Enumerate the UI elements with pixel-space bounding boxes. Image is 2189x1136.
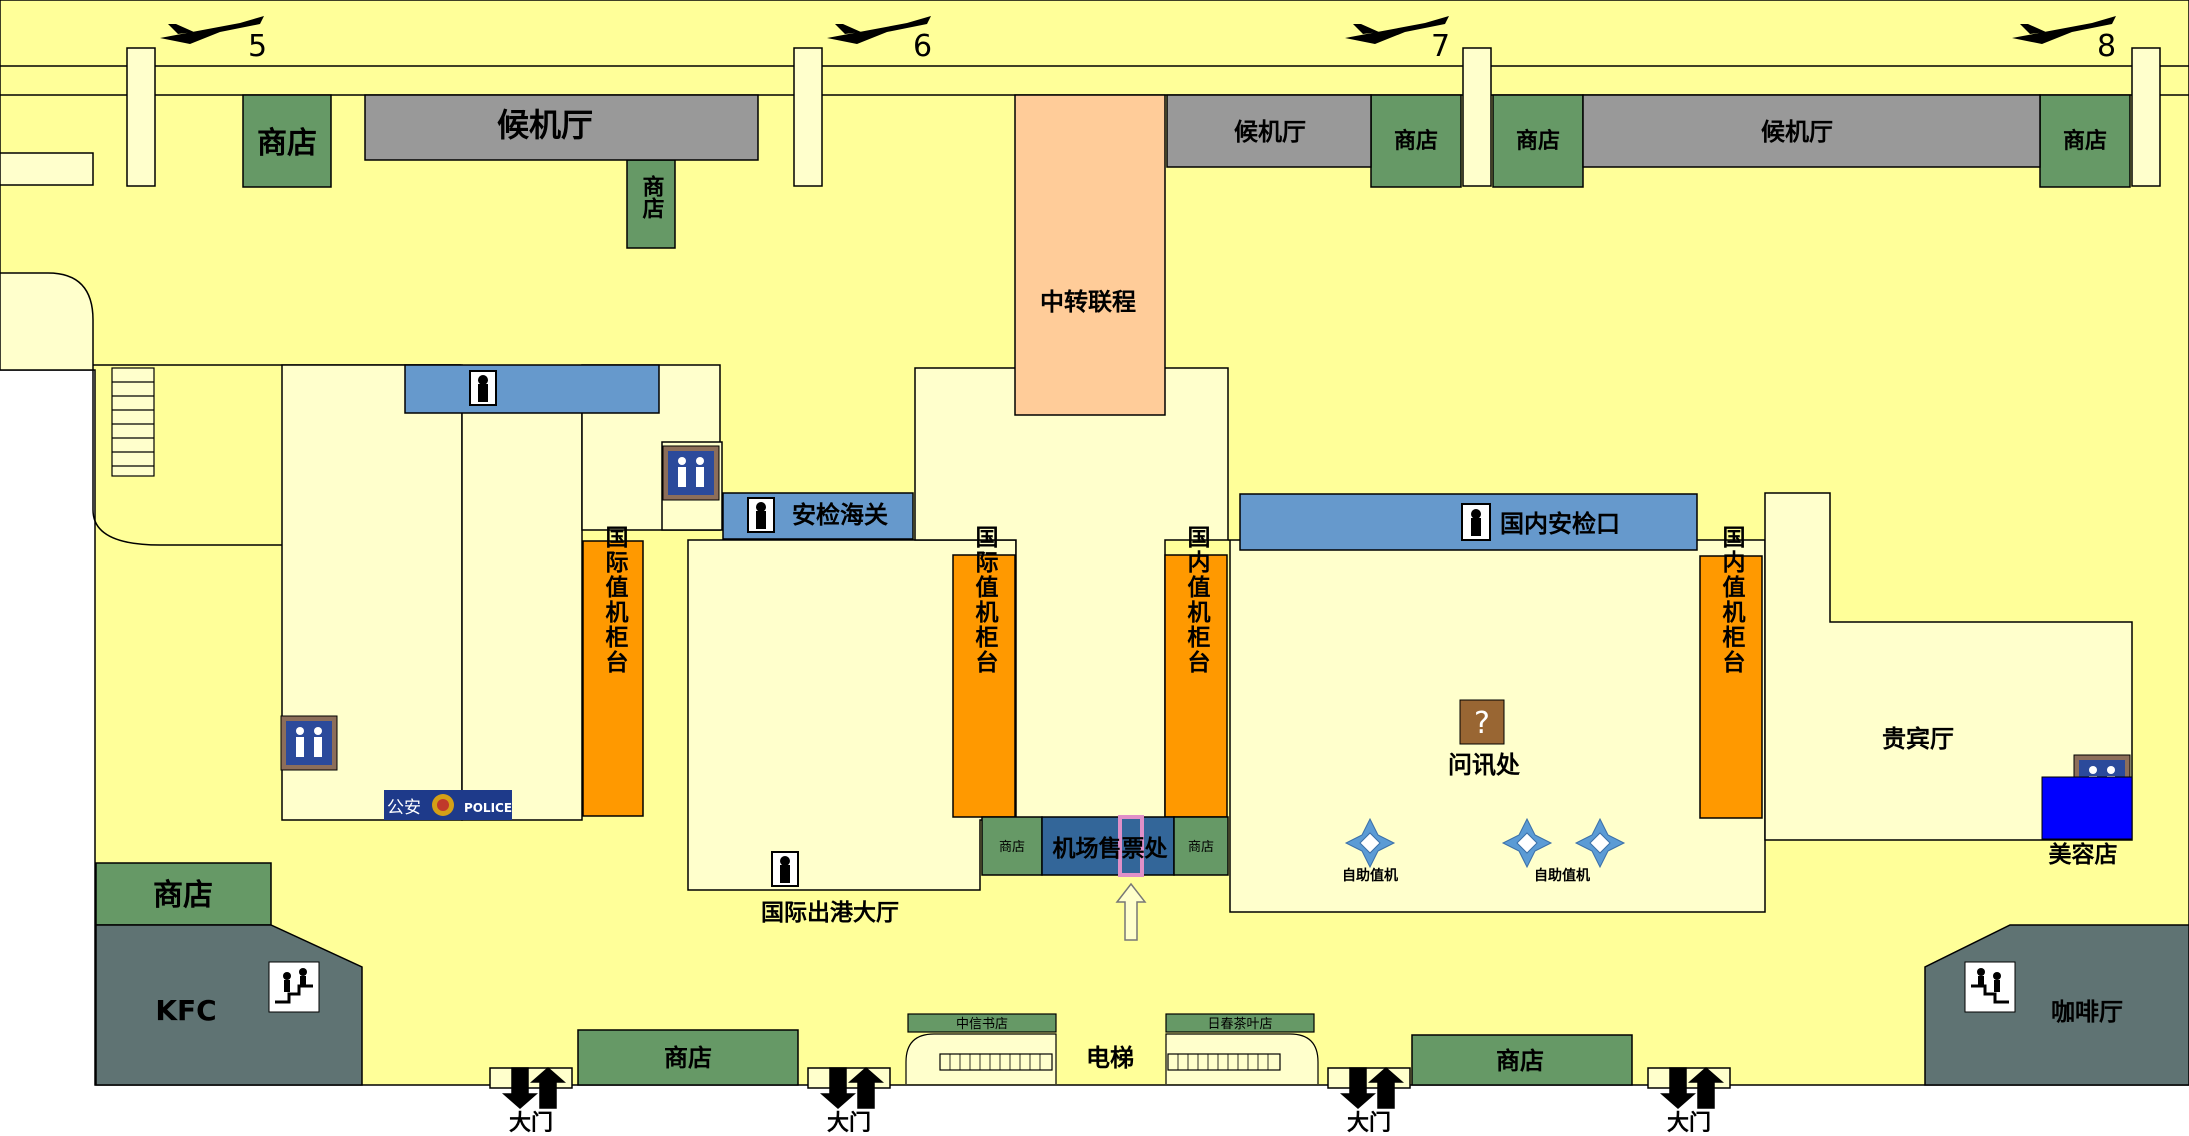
escalator-icon (268, 961, 320, 1013)
main-gate-label: 大门 (827, 1110, 871, 1136)
shop-bottom (577, 1029, 799, 1086)
rchun-tea-label: 日春茶叶店 (1207, 1016, 1272, 1032)
shop-label: 商店 (1516, 128, 1560, 154)
kfc (95, 924, 363, 1086)
inner-areas (281, 364, 2133, 913)
transfer-label: 中转联程 (1040, 288, 1136, 316)
gate-number: 6 (913, 29, 932, 64)
gate-markers: 5 6 7 8 (160, 16, 2116, 64)
shop-label: 商店 (153, 878, 213, 913)
gate-number: 5 (248, 29, 267, 64)
kfc-label: KFC (155, 994, 216, 1027)
airplane-icon (1345, 16, 1449, 44)
waiting-hall-label: 候机厅 (1234, 118, 1306, 146)
shop-label: 商店 (1188, 840, 1214, 855)
escalator-icon (1964, 961, 2016, 1013)
ticket-shop-right (1173, 816, 1229, 876)
info-question-mark: ? (1474, 706, 1490, 741)
stairs (111, 367, 155, 477)
security-gate-icon (469, 370, 1491, 887)
main-gate-label: 大门 (509, 1110, 553, 1136)
intl-departure-hall-label: 国际出港大厅 (761, 900, 899, 926)
transfer-area (1014, 94, 1166, 416)
beauty-salon (2041, 776, 2133, 840)
ticket-shop-left (981, 816, 1043, 876)
vip-lounge-label: 贵宾厅 (1882, 725, 1954, 753)
up-arrow-icon (1115, 882, 1147, 941)
self-checkin-label: 自助值机 (1534, 867, 1590, 884)
dom-checkin-label: 国内值机柜台 (1718, 525, 1746, 675)
airplane-icon (827, 16, 931, 44)
shop-label: 商店 (2063, 128, 2107, 154)
shop-label: 商店 (999, 840, 1025, 855)
intl-security-bar (404, 364, 660, 414)
info-desk-label: 问讯处 (1448, 751, 1520, 779)
waiting-halls (364, 94, 2041, 168)
shop-label: 商店 (1496, 1047, 1544, 1075)
airplane-icon (160, 16, 264, 44)
info-icon (1459, 699, 1505, 745)
main-gate-label: 大门 (1667, 1110, 1711, 1136)
ticket-office-label: 机场售票处 (1053, 835, 1168, 862)
intl-checkin-label: 国际值机柜台 (971, 525, 999, 675)
police-cn-label: 公安 (387, 798, 421, 818)
gate-number: 8 (2097, 29, 2116, 64)
shop-label: 商店 (257, 126, 317, 161)
shop-label: 商店 (1394, 128, 1438, 154)
escalator-steps (949, 1054, 1269, 1070)
cafe-label: 咖啡厅 (2051, 998, 2123, 1026)
shop-bottom (1411, 1034, 1633, 1086)
citic-bookstore-label: 中信书店 (956, 1017, 1008, 1032)
waiting-hall-label: 候机厅 (497, 106, 593, 144)
left-walls (0, 152, 461, 546)
security-customs-label: 安检海关 (792, 501, 888, 529)
jet-bridges (126, 47, 2161, 187)
domestic-security-label: 国内安检口 (1500, 510, 1620, 538)
self-checkin-icon (1344, 817, 1626, 869)
police-en-label: POLICE (464, 801, 512, 815)
airplane-icon (2012, 16, 2116, 44)
waiting-hall-label: 候机厅 (1761, 118, 1833, 146)
main-gate-icon (489, 1067, 1731, 1109)
main-gate-label: 大门 (1347, 1110, 1391, 1136)
ticket-window (1118, 815, 1144, 877)
police-sign (384, 790, 512, 820)
self-checkin-label: 自助值机 (1342, 867, 1398, 884)
elevator-area (905, 1013, 1319, 1084)
dom-checkin-label: 国内值机柜台 (1183, 525, 1211, 675)
checkin-counters (582, 540, 1763, 819)
beauty-salon-label: 美容店 (2049, 841, 2118, 868)
shop-label: 商店 (664, 1044, 712, 1072)
shop-label: 商店 (639, 174, 665, 220)
elevator-label: 电梯 (1086, 1044, 1134, 1072)
gate-number: 7 (1431, 29, 1450, 64)
ticket-office (1041, 816, 1175, 876)
intl-checkin-label: 国际值机柜台 (601, 525, 629, 675)
